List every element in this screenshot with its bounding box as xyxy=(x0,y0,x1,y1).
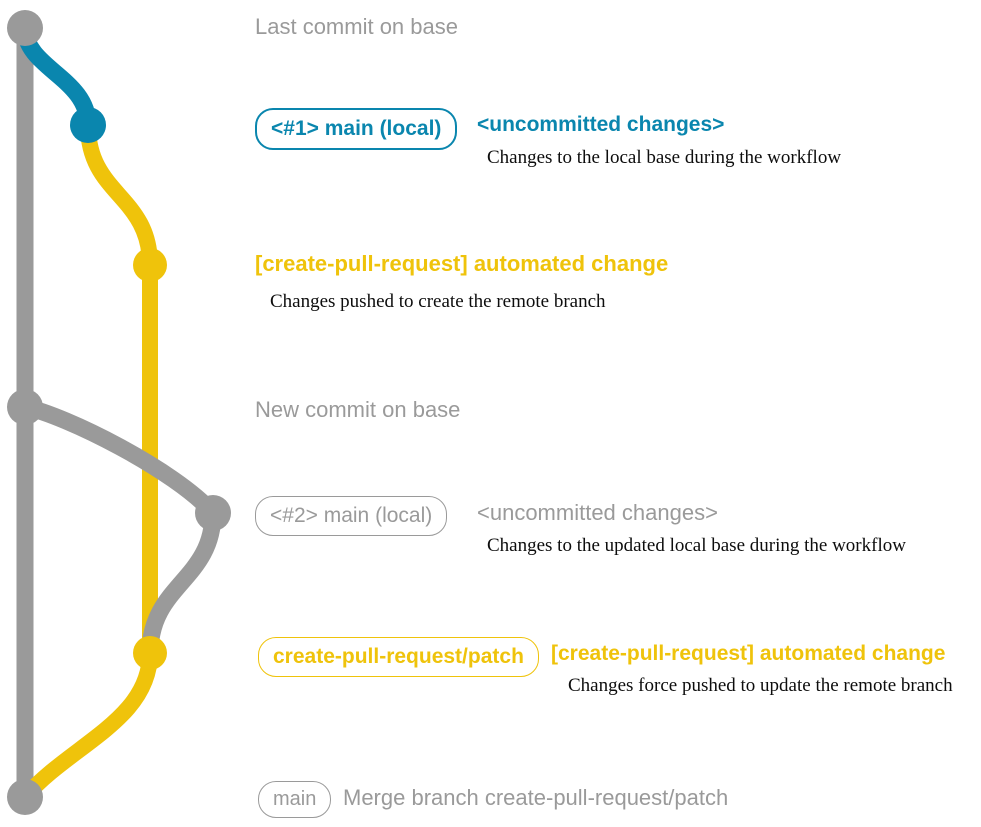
row-automated-change-2: [create-pull-request] automated change xyxy=(551,643,945,664)
row-merge-commit: Merge branch create-pull-request/patch xyxy=(343,787,728,809)
edge-patch-2-to-merge xyxy=(17,645,158,805)
commit-description-local-1: Changes to the local base during the wor… xyxy=(487,147,842,168)
branch-badge-local-1[interactable]: <#1> main (local) xyxy=(255,108,458,150)
commit-message-new-base: New commit on base xyxy=(255,397,461,422)
row-automated-change-1: [create-pull-request] automated change xyxy=(255,253,668,275)
commit-message-automated-1: [create-pull-request] automated change xyxy=(255,251,669,276)
commit-message-last-base: Last commit on base xyxy=(255,14,458,39)
branch-badge-patch-wrap: create-pull-request/patch xyxy=(258,637,539,677)
edge-local-1-to-patch-1 xyxy=(80,117,158,273)
commit-node-last-base[interactable] xyxy=(7,10,43,46)
branch-badge-local-1-wrap: <#1> main (local) xyxy=(255,108,458,150)
commit-node-merge[interactable] xyxy=(7,779,43,815)
branch-badge-main-wrap: main xyxy=(258,781,332,818)
branch-badge-local-2[interactable]: <#2> main (local) xyxy=(255,496,448,536)
row-local-commit-2: <uncommitted changes> xyxy=(477,502,718,524)
commit-node-new-base[interactable] xyxy=(7,389,43,425)
commit-description-automated-2: Changes force pushed to update the remot… xyxy=(568,675,953,696)
commit-description-local-2: Changes to the updated local base during… xyxy=(487,535,906,556)
commit-message-local-2: <uncommitted changes> xyxy=(477,500,718,525)
commit-node-local-1[interactable] xyxy=(70,107,106,143)
edge-local-2-to-patch-2 xyxy=(141,504,222,662)
branch-badge-main[interactable]: main xyxy=(258,781,332,818)
branch-badge-local-2-wrap: <#2> main (local) xyxy=(255,496,448,536)
commit-node-patch-1[interactable] xyxy=(133,248,167,282)
row-local-commit-1: <uncommitted changes> xyxy=(477,114,724,135)
edge-new-base-to-local-2 xyxy=(16,398,222,522)
branch-badge-patch[interactable]: create-pull-request/patch xyxy=(258,637,539,677)
commit-message-automated-2: [create-pull-request] automated change xyxy=(551,642,946,665)
row-new-commit-on-base: New commit on base xyxy=(255,399,460,421)
commit-node-patch-2[interactable] xyxy=(133,636,167,670)
commit-message-local-1: <uncommitted changes> xyxy=(477,113,725,136)
commit-message-merge: Merge branch create-pull-request/patch xyxy=(343,785,729,810)
row-last-commit-on-base: Last commit on base xyxy=(255,16,458,38)
commit-node-local-2[interactable] xyxy=(195,495,231,531)
commit-description-automated-1: Changes pushed to create the remote bran… xyxy=(270,291,606,312)
